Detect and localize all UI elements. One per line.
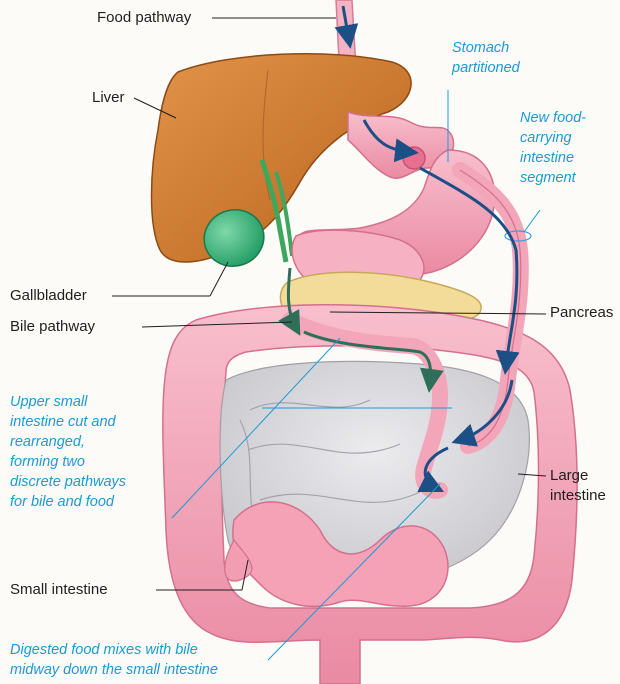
label-gallbladder: Gallbladder xyxy=(10,286,87,306)
annotation-upper-small-intestine: Upper small intestine cut and rearranged… xyxy=(10,392,126,512)
annotation-digested-food: Digested food mixes with bile midway dow… xyxy=(10,640,218,680)
label-pancreas: Pancreas xyxy=(550,303,613,323)
label-small-intestine: Small intestine xyxy=(10,580,108,600)
label-liver: Liver xyxy=(92,88,125,108)
label-bile-pathway: Bile pathway xyxy=(10,317,95,337)
label-large-intestine: Large intestine xyxy=(550,466,606,506)
label-food-pathway: Food pathway xyxy=(97,8,191,28)
annotation-stomach-partitioned: Stomach partitioned xyxy=(452,38,520,78)
annotation-new-segment: New food- carrying intestine segment xyxy=(520,108,586,188)
